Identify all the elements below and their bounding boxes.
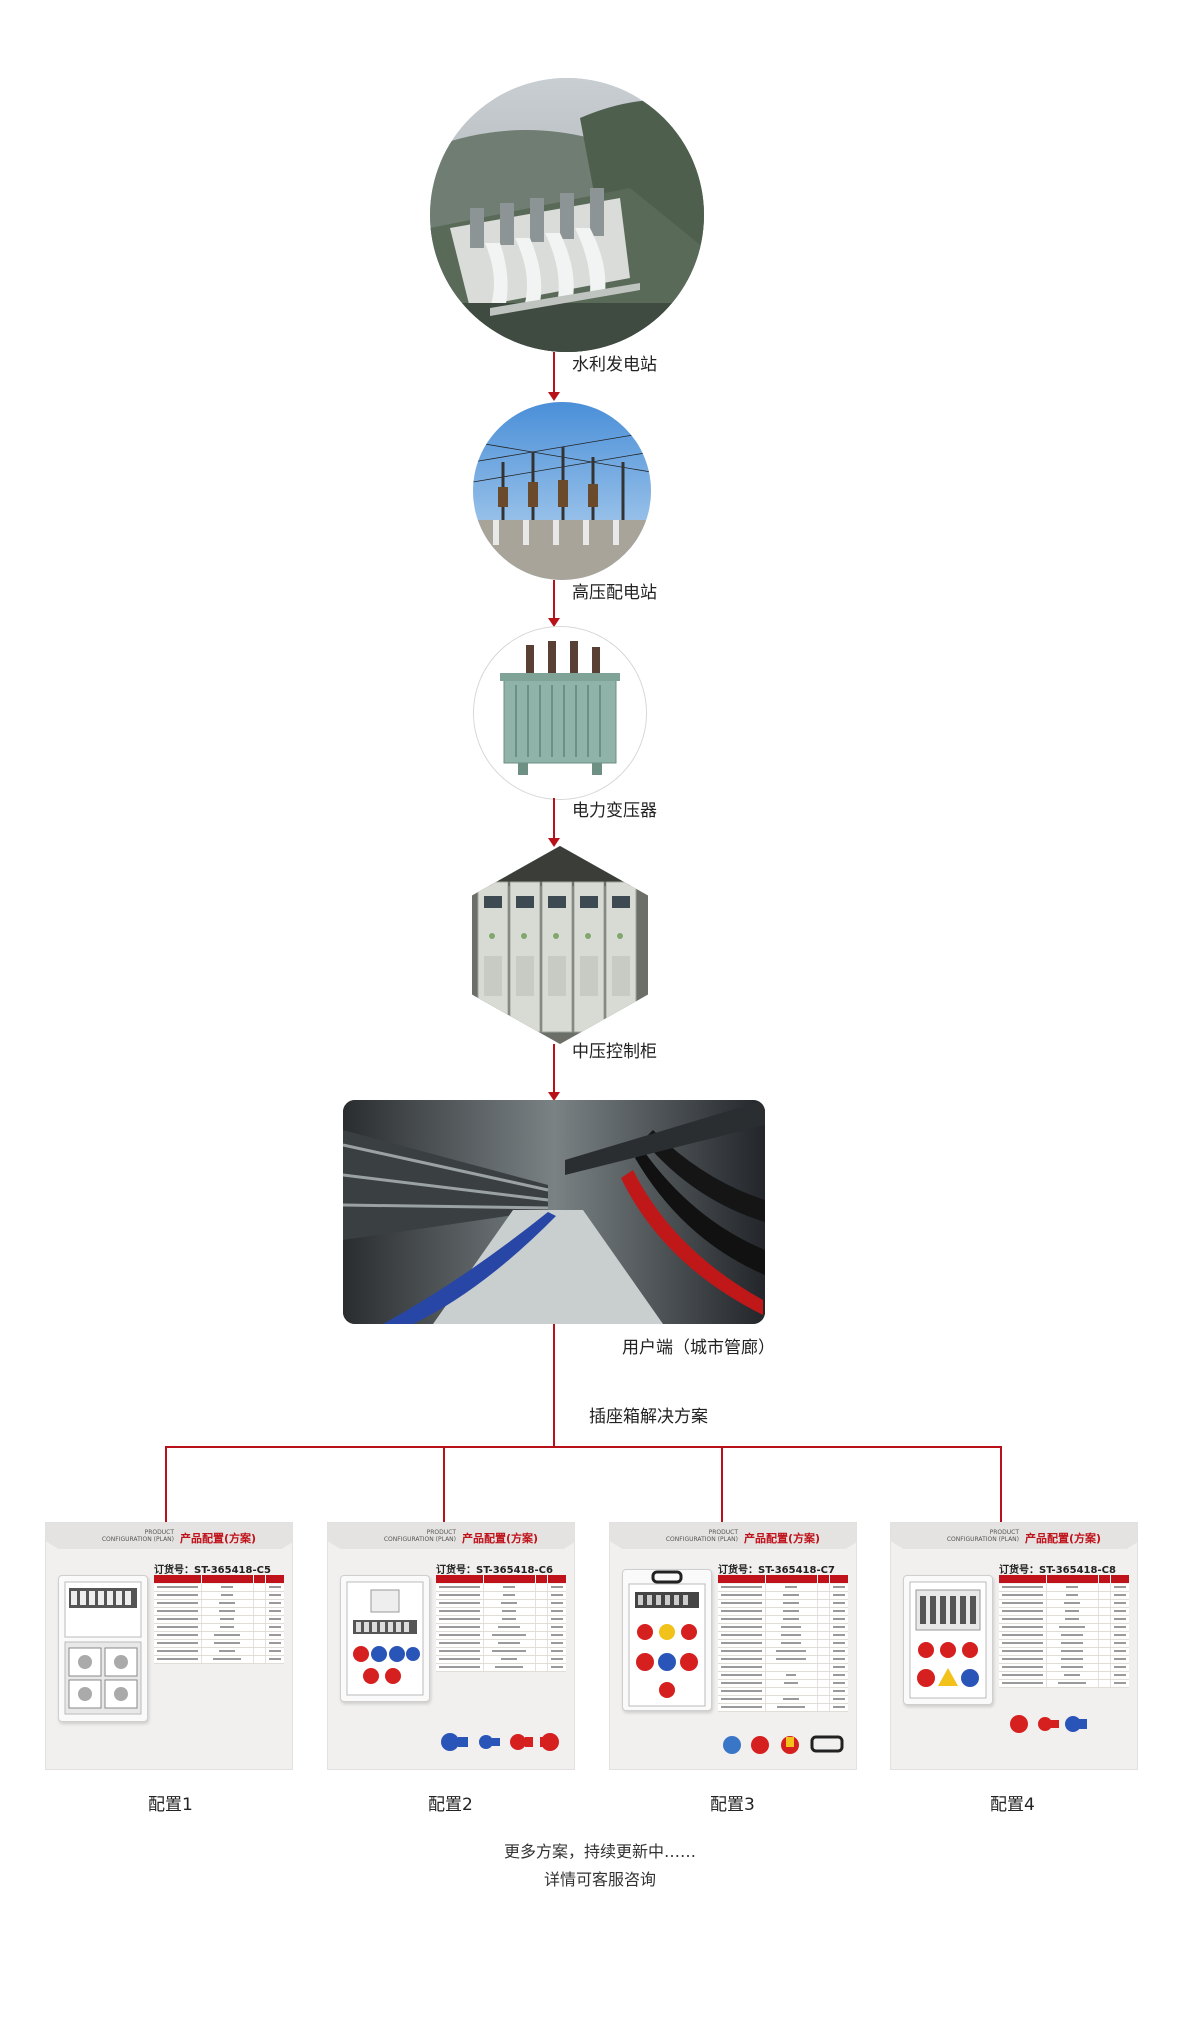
arrow-down-icon (548, 838, 560, 847)
config-label-4: 配置4 (990, 1795, 1035, 1815)
card-header (610, 1523, 856, 1549)
config-label-1: 配置1 (148, 1795, 193, 1815)
connector-line-2 (553, 580, 555, 620)
arrow-down-icon (548, 392, 560, 401)
plug-accessories-image (436, 1727, 566, 1761)
footer-contact: 详情可客服咨询 (543, 1870, 656, 1889)
plug-accessories-image (718, 1729, 848, 1765)
card-header-cn: 产品配置(方案) (180, 1532, 257, 1545)
utility-tunnel-image (343, 1100, 765, 1324)
hydro-station-image (430, 78, 704, 352)
connector-line-5 (553, 1324, 555, 1448)
branch-line (165, 1446, 1002, 1448)
card-header (46, 1523, 292, 1549)
config-table (154, 1575, 284, 1664)
socket-box-image (58, 1575, 148, 1722)
node-label-tunnel: 用户端（城市管廊） (622, 1338, 775, 1358)
connector-line-3 (553, 798, 555, 840)
card-header (328, 1523, 574, 1549)
branch-drop-2 (443, 1446, 445, 1522)
footer-more-plans: 更多方案，持续更新中…… (503, 1842, 696, 1861)
order-number: 订货号：ST-365418-C6 (436, 1565, 553, 1576)
substation-image (473, 402, 651, 580)
node-label-substation: 高压配电站 (572, 583, 657, 603)
connector-line-4 (553, 1044, 555, 1094)
order-number: 订货号：ST-365418-C8 (999, 1565, 1116, 1576)
solution-label: 插座箱解决方案 (589, 1407, 708, 1427)
arrow-down-icon (548, 1092, 560, 1101)
order-number: 订货号：ST-365418-C5 (154, 1565, 271, 1576)
socket-box-image (622, 1569, 712, 1711)
branch-drop-3 (721, 1446, 723, 1522)
config-label-2: 配置2 (428, 1795, 473, 1815)
card-header-cn: 产品配置(方案) (1025, 1532, 1102, 1545)
card-header (891, 1523, 1137, 1549)
branch-drop-4 (1000, 1446, 1002, 1522)
arrow-down-icon (548, 618, 560, 627)
node-label-transformer: 电力变压器 (572, 801, 657, 821)
card-header-cn: 产品配置(方案) (744, 1532, 821, 1545)
node-label-cabinet: 中压控制柜 (572, 1042, 657, 1062)
card-header-cn: 产品配置(方案) (462, 1532, 539, 1545)
transformer-image (473, 626, 647, 800)
config-label-3: 配置3 (710, 1795, 755, 1815)
config-table (436, 1575, 566, 1672)
plug-accessories-image (999, 1709, 1129, 1743)
node-label-hydro: 水利发电站 (572, 355, 657, 375)
branch-drop-1 (165, 1446, 167, 1522)
order-number: 订货号：ST-365418-C7 (718, 1565, 835, 1576)
config-table (718, 1575, 848, 1712)
config-table (999, 1575, 1129, 1688)
connector-line-1 (553, 352, 555, 394)
socket-box-image (903, 1575, 993, 1705)
control-cabinet-image (472, 846, 648, 1044)
socket-box-image (340, 1575, 430, 1702)
